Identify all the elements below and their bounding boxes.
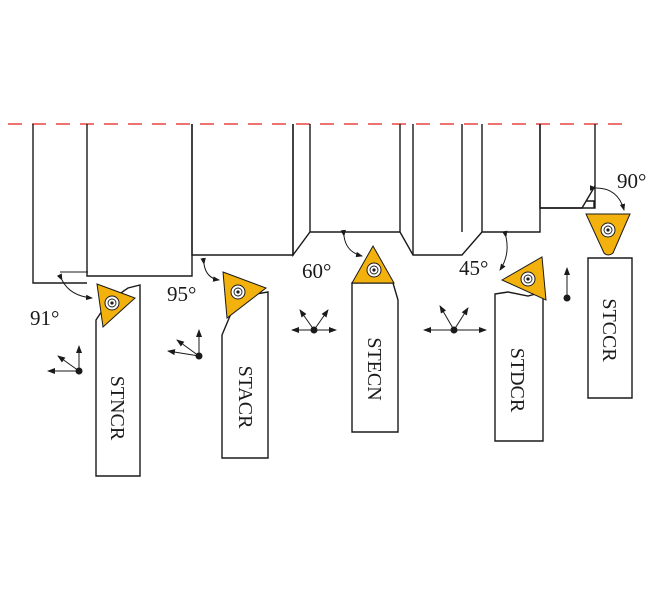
stecn-feed-direction-icon [291,309,337,334]
tool-stncr: STNCR 91° [30,273,141,477]
stncr-label: STNCR [106,376,128,441]
tool-stdcr: STDCR 45° [423,230,547,442]
tool-stacr: STACR 95° [167,257,269,459]
stccr-label: STCCR [598,298,620,362]
tool-stccr: STCCR 90° [563,169,646,399]
stdcr-feed-direction-icon [423,305,487,334]
stdcr-angle-label: 45° [459,256,488,280]
stncr-angle-label: 91° [30,306,59,330]
tool-stecn: STECN 60° [291,229,399,433]
stacr-label: STACR [234,366,256,430]
stecn-angle-label: 60° [302,259,331,283]
stacr-angle-label: 95° [167,282,196,306]
stdcr-label: STDCR [506,348,528,413]
stacr-feed-direction-icon [167,329,203,360]
stecn-label: STECN [363,337,385,400]
stccr-angle-label: 90° [617,169,646,193]
stncr-feed-direction-icon [47,345,83,375]
stccr-feed-direction-icon [563,267,571,302]
